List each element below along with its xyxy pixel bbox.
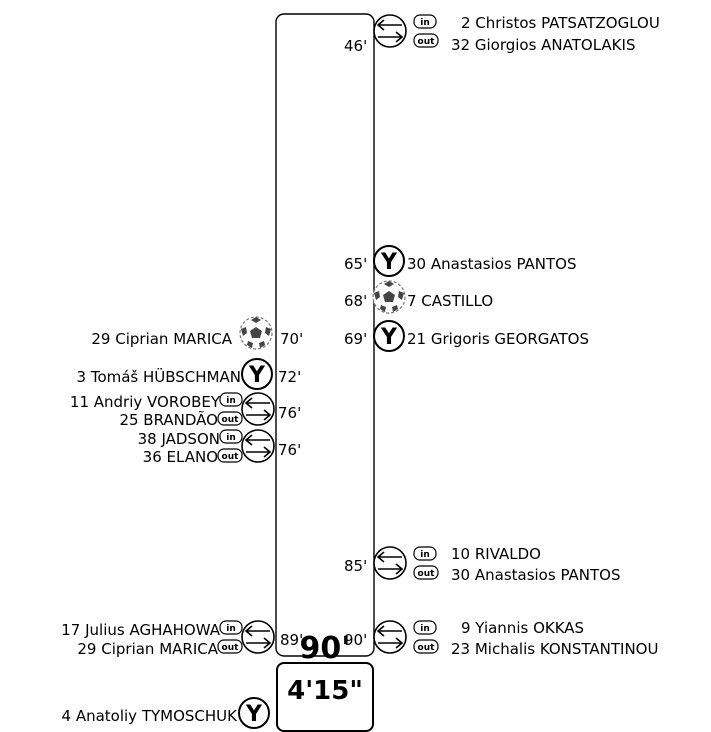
player-out-name: 30 Anastasios PANTOS bbox=[451, 566, 621, 584]
goal-ball-icon bbox=[372, 280, 406, 314]
player-out-name: 36 ELANO bbox=[142, 448, 218, 466]
player-in-name: 38 JADSON bbox=[137, 430, 220, 448]
substitution-icon bbox=[373, 620, 407, 654]
player-name: 21 Grigoris GEORGATOS bbox=[407, 330, 589, 348]
event-minute: 76' bbox=[278, 404, 302, 422]
sub-out-badge: out bbox=[222, 452, 240, 462]
player-out-name: 32 Giorgios ANATOLAKIS bbox=[451, 36, 636, 54]
sub-out-badge: out bbox=[418, 643, 436, 653]
sub-in-badge: in bbox=[420, 624, 430, 634]
event-minute: 68' bbox=[344, 292, 368, 310]
sub-out-badge: out bbox=[222, 415, 240, 425]
event-minute: 89' bbox=[280, 631, 304, 649]
substitution-icon bbox=[241, 429, 275, 463]
substitution-icon bbox=[241, 620, 275, 654]
card-letter: Y bbox=[245, 702, 263, 727]
yellow-card-icon bbox=[238, 697, 270, 729]
player-out-name: 23 Michalis KONSTANTINOU bbox=[451, 640, 659, 658]
event-minute: 76' bbox=[278, 441, 302, 459]
player-name: 3 Tomáš HÜBSCHMAN bbox=[76, 368, 241, 386]
sub-out-badge: out bbox=[418, 569, 436, 579]
card-letter: Y bbox=[380, 325, 398, 350]
event-minute: 69' bbox=[344, 330, 368, 348]
event-minute: 72' bbox=[278, 368, 302, 386]
sub-out-badge: out bbox=[222, 643, 240, 653]
player-name: 29 Ciprian MARICA bbox=[91, 330, 232, 348]
sub-in-badge: in bbox=[420, 550, 430, 560]
player-in-name: 2 Christos PATSATZOGLOU bbox=[461, 14, 660, 32]
player-in-name: 17 Julius AGHAHOWA bbox=[61, 621, 220, 639]
sub-in-badge: in bbox=[420, 18, 430, 28]
event-minute: 90' bbox=[344, 631, 368, 649]
added-time-label: 4'15" bbox=[287, 676, 363, 706]
event-minute: 46' bbox=[344, 37, 368, 55]
yellow-card-icon bbox=[241, 358, 273, 390]
substitution-icon bbox=[373, 14, 407, 48]
substitution-icon bbox=[241, 392, 275, 426]
yellow-card-icon bbox=[373, 245, 405, 277]
player-name: 7 CASTILLO bbox=[407, 292, 494, 310]
player-in-name: 10 RIVALDO bbox=[451, 545, 541, 563]
player-out-name: 25 BRANDÃO bbox=[119, 411, 218, 429]
event-minute: 85' bbox=[344, 557, 368, 575]
player-in-name: 11 Andriy VOROBEY bbox=[69, 393, 220, 411]
yellow-card-icon bbox=[373, 320, 405, 352]
full-time-label: 90' bbox=[299, 631, 351, 666]
sub-in-badge: in bbox=[226, 433, 236, 443]
event-minute: 65' bbox=[344, 255, 368, 273]
card-letter: Y bbox=[248, 363, 266, 388]
sub-out-badge: out bbox=[418, 37, 436, 47]
player-in-name: 9 Yiannis OKKAS bbox=[461, 619, 585, 637]
event-minute: 70' bbox=[280, 330, 304, 348]
goal-ball-icon bbox=[239, 316, 273, 350]
player-out-name: 29 Ciprian MARICA bbox=[77, 640, 218, 658]
card-letter: Y bbox=[380, 250, 398, 275]
player-name: 30 Anastasios PANTOS bbox=[407, 255, 577, 273]
sub-in-badge: in bbox=[226, 624, 236, 634]
substitution-icon bbox=[373, 546, 407, 580]
player-name: 4 Anatoliy TYMOSCHUK bbox=[61, 707, 237, 725]
sub-in-badge: in bbox=[226, 396, 236, 406]
